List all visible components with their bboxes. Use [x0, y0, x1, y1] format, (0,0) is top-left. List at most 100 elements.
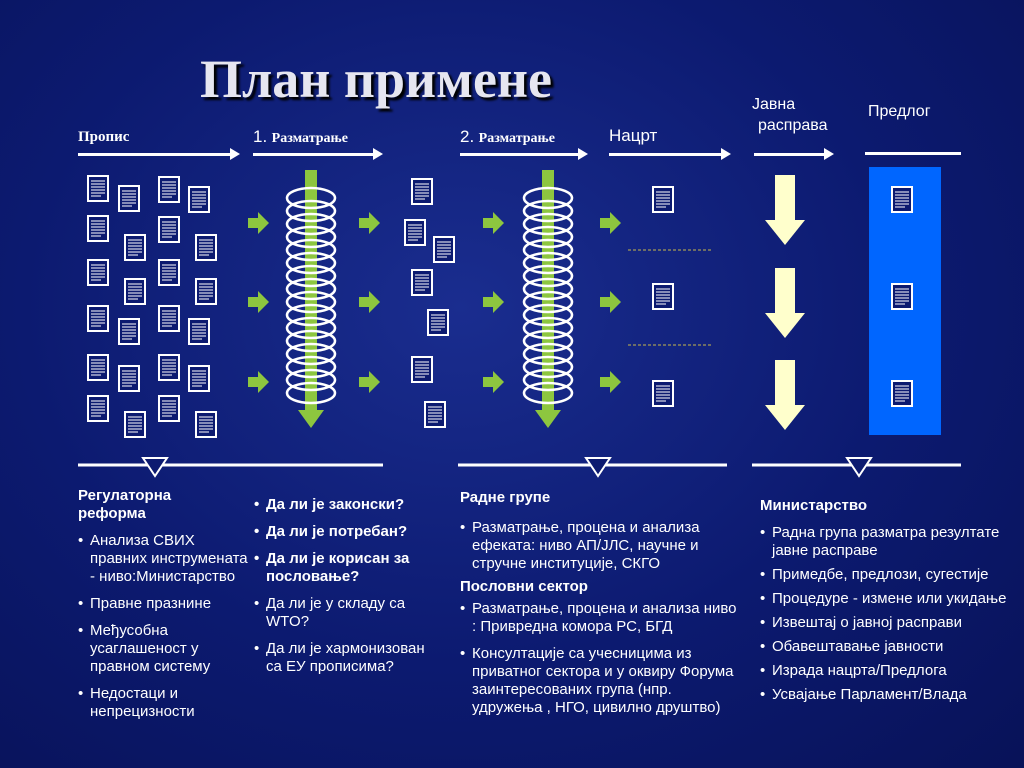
column-heading: Министарство [760, 497, 868, 514]
document-icon [123, 410, 147, 439]
document-cluster-reviewed [403, 177, 456, 429]
triangle-marker-icon [584, 457, 612, 478]
proposal-panel [869, 167, 941, 435]
list-item: Процедуре - измене или укидање [760, 590, 1022, 608]
flow-arrow [460, 148, 588, 160]
document-icon [157, 353, 181, 382]
down-arrow-icon [765, 268, 805, 338]
document-icon [86, 174, 110, 203]
stage-number: 2. [460, 127, 475, 146]
flow-arrow [609, 148, 731, 160]
flow-line [865, 152, 961, 155]
document-icon [410, 355, 434, 384]
green-arrow-icon [359, 291, 380, 313]
bullet-list: Радна група разматра резултате јавне рас… [760, 524, 1022, 704]
triangle-marker-icon [141, 457, 169, 478]
document-icon [86, 214, 110, 243]
green-arrows-4 [600, 212, 621, 393]
bullet-list: Анализа СВИХ правних инструмената - ниво… [78, 532, 250, 721]
down-arrow-icon [765, 175, 805, 245]
document-icon [187, 185, 211, 214]
green-arrow-icon [600, 212, 621, 234]
bullet-list: Да ли је законски? Да ли је потребан? Да… [254, 496, 440, 676]
green-arrow-icon [248, 291, 269, 313]
document-icon [86, 258, 110, 287]
document-icon [157, 304, 181, 333]
heading-line: реформа [78, 505, 146, 522]
stage-label-proposal: Предлог [868, 103, 931, 120]
list-item: Обавештавање јавности [760, 638, 1022, 656]
green-arrow-icon [248, 371, 269, 393]
document-icon [187, 364, 211, 393]
flow-arrow [253, 148, 383, 160]
flow-arrow [754, 148, 834, 160]
bullet-list: Разматрање, процена и анализа ефеката: н… [460, 519, 738, 573]
stage-number: 1. [253, 127, 268, 146]
list-item: Недостаци и непрецизности [78, 685, 250, 721]
green-arrows-1 [248, 212, 269, 393]
document-icon [86, 353, 110, 382]
list-item: Да ли је хармонизован са ЕУ прописима? [254, 640, 440, 676]
bullet-list: Разматрање, процена и анализа ниво : При… [460, 600, 738, 717]
green-arrows-3 [483, 212, 504, 393]
stage-text: расправа [758, 117, 828, 134]
green-arrow-icon [359, 212, 380, 234]
list-item: Да ли је потребан? [254, 523, 440, 541]
document-cluster-regulations [86, 174, 218, 439]
document-icon [651, 185, 675, 214]
document-icon [890, 282, 914, 311]
document-icon [403, 218, 427, 247]
list-item: Међусобна усаглашеност у правном систему [78, 622, 250, 676]
document-icon [157, 258, 181, 287]
heading-line: Регулаторна [78, 487, 172, 504]
document-icon [194, 277, 218, 306]
stage-label-review-1: 1. Разматрање [253, 127, 348, 147]
green-arrow-icon [483, 371, 504, 393]
list-item: Разматрање, процена и анализа ниво : При… [460, 600, 738, 636]
document-icon [423, 400, 447, 429]
column-heading: Пословни сектор [460, 578, 588, 595]
document-icon [432, 235, 456, 264]
stage-label-public-debate: Јавна расправа [752, 94, 827, 136]
list-item: Анализа СВИХ правних инструмената - ниво… [78, 532, 250, 586]
document-icon [157, 394, 181, 423]
column-questions: Да ли је законски? Да ли је потребан? Да… [254, 496, 440, 685]
document-icon [117, 184, 141, 213]
green-arrow-icon [483, 212, 504, 234]
green-arrow-icon [600, 291, 621, 313]
column-regulatory-reform: Регулаторна реформа Анализа СВИХ правних… [78, 487, 250, 730]
green-arrow-icon [600, 371, 621, 393]
list-item: Да ли је у складу са WTO? [254, 595, 440, 631]
document-icon [890, 185, 914, 214]
spring-filter-icon-2 [522, 170, 574, 428]
document-icon [157, 175, 181, 204]
document-icon [410, 268, 434, 297]
document-icon [123, 233, 147, 262]
document-icon [426, 308, 450, 337]
column-ministry: Министарство Радна група разматра резулт… [760, 497, 1022, 710]
stage-text: Разматрање [478, 131, 555, 146]
green-arrow-icon [359, 371, 380, 393]
document-icon [194, 233, 218, 262]
list-item: Консултације са учесницима из приватног … [460, 645, 738, 717]
down-arrows-public-debate [765, 175, 805, 430]
stage-label-review-2: 2. Разматрање [460, 127, 555, 147]
green-arrow-icon [483, 291, 504, 313]
document-icon [117, 364, 141, 393]
list-item: Примедбе, предлози, сугестије [760, 566, 1022, 584]
column-heading: Радне групе [460, 489, 551, 506]
spring-filter-icon-1 [285, 170, 337, 428]
green-arrow-icon [248, 212, 269, 234]
stage-label-draft: Нацрт [609, 126, 658, 145]
document-icon [187, 317, 211, 346]
list-item: Усвајање Парламент/Влада [760, 686, 1022, 704]
document-icon [157, 215, 181, 244]
list-item: Разматрање, процена и анализа ефеката: н… [460, 519, 738, 573]
down-arrow-icon [765, 360, 805, 430]
stage-text: Разматрање [271, 131, 348, 146]
document-icon [194, 410, 218, 439]
list-item: Извештај о јавној расправи [760, 614, 1022, 632]
flow-arrow [78, 148, 240, 160]
document-cluster-draft [628, 185, 712, 408]
